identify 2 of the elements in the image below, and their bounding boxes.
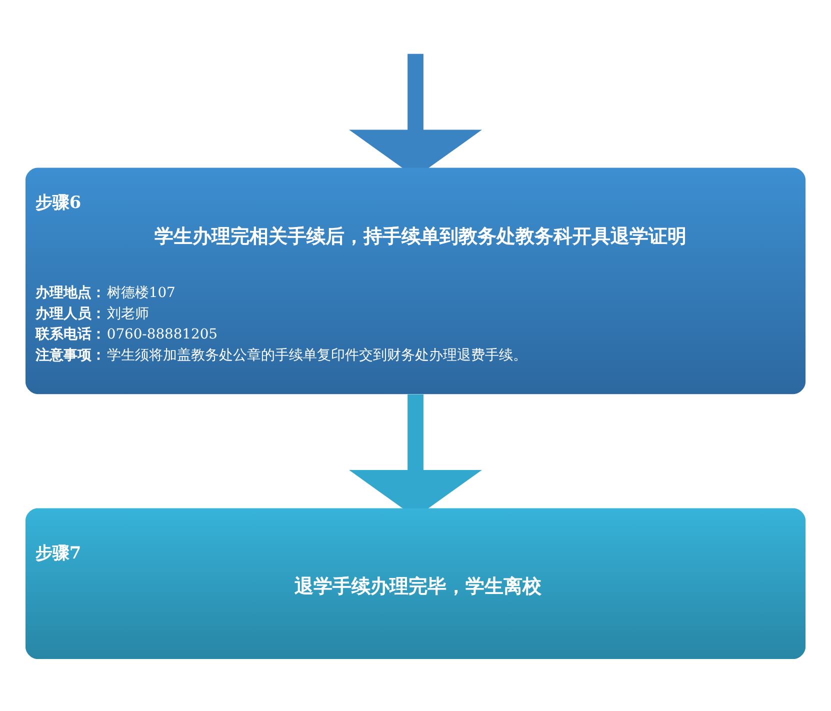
node-box: 步骤7 退学手续办理完毕，学生离校	[26, 508, 806, 659]
node-box: 步骤6 学生办理完相关手续后，持手续单到教务处教务科开具退学证明 办理地点：树德楼107 办理人员：刘老师 联系电话：0760-88881205 注意事项：学生须将加盖教务处公章的手续单复印件交到财务处办理退费手续。	[26, 167, 806, 394]
